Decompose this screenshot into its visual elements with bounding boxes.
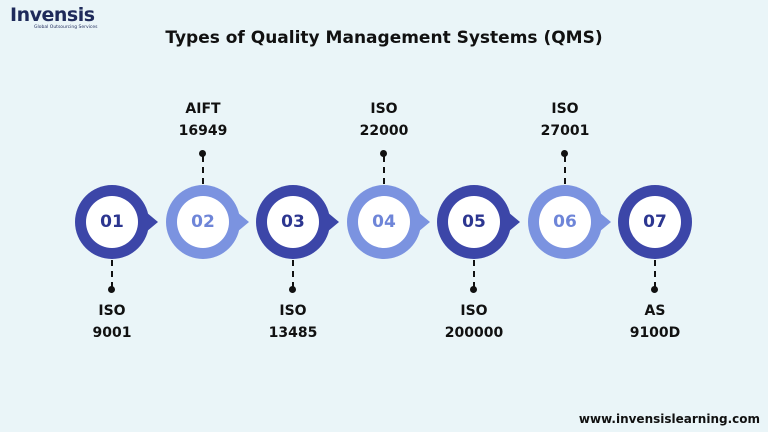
- logo-tagline: Global Outsourcing Services: [34, 25, 98, 30]
- step-number: 07: [629, 196, 681, 248]
- step-label-line2: 16949: [178, 123, 228, 139]
- brand-logo: Invensis Global Outsourcing Services: [10, 4, 97, 30]
- step-label: ISO 13485: [238, 300, 348, 344]
- arrow-right-icon: [418, 212, 430, 232]
- step-label: ISO 9001: [57, 300, 167, 344]
- step-label-line1: AS: [644, 303, 666, 319]
- connector-dot: [470, 286, 477, 293]
- step-connector: [473, 260, 475, 288]
- step-node-07: 07: [618, 185, 692, 259]
- connector-dot: [108, 286, 115, 293]
- step-label-line2: 9100D: [629, 325, 681, 341]
- step-label-line2: 200000: [444, 325, 504, 341]
- arrow-right-icon: [237, 212, 249, 232]
- connector-dot: [561, 150, 568, 157]
- step-label-line2: 13485: [268, 325, 318, 341]
- step-node-01: 01: [75, 185, 158, 259]
- step-label-line2: 9001: [92, 325, 132, 341]
- step-connector: [202, 156, 204, 184]
- step-label-line1: AIFT: [185, 101, 221, 117]
- step-label-line1: ISO: [279, 303, 307, 319]
- step-node-02: 02: [166, 185, 249, 259]
- step-connector: [383, 156, 385, 184]
- step-label: AS 9100D: [600, 300, 710, 344]
- step-number: 03: [267, 196, 319, 248]
- step-label-line1: ISO: [551, 101, 579, 117]
- step-number: 05: [448, 196, 500, 248]
- step-number: 01: [86, 196, 138, 248]
- step-label-line1: ISO: [460, 303, 488, 319]
- step-node-03: 03: [256, 185, 339, 259]
- connector-dot: [380, 150, 387, 157]
- step-node-05: 05: [437, 185, 520, 259]
- connector-dot: [651, 286, 658, 293]
- step-connector: [292, 260, 294, 288]
- step-connector: [654, 260, 656, 288]
- step-node-06: 06: [528, 185, 611, 259]
- page-title: Types of Quality Management Systems (QMS…: [165, 28, 603, 48]
- step-node-04: 04: [347, 185, 430, 259]
- step-label: ISO 22000: [329, 98, 439, 142]
- step-label-line1: ISO: [98, 303, 126, 319]
- step-label-line1: ISO: [370, 101, 398, 117]
- arrow-right-icon: [599, 212, 611, 232]
- website-url: www.invensislearning.com: [578, 412, 760, 426]
- arrow-right-icon: [508, 212, 520, 232]
- step-label: ISO 27001: [510, 98, 620, 142]
- step-label-line2: 22000: [359, 123, 409, 139]
- logo-wordmark: Invensis: [10, 4, 95, 26]
- arrow-right-icon: [327, 212, 339, 232]
- connector-dot: [289, 286, 296, 293]
- step-label-line2: 27001: [540, 123, 590, 139]
- step-number: 04: [358, 196, 410, 248]
- step-connector: [564, 156, 566, 184]
- step-label: ISO 200000: [419, 300, 529, 344]
- step-label: AIFT 16949: [148, 98, 258, 142]
- arrow-right-icon: [146, 212, 158, 232]
- step-number: 02: [177, 196, 229, 248]
- step-connector: [111, 260, 113, 288]
- connector-dot: [199, 150, 206, 157]
- step-number: 06: [539, 196, 591, 248]
